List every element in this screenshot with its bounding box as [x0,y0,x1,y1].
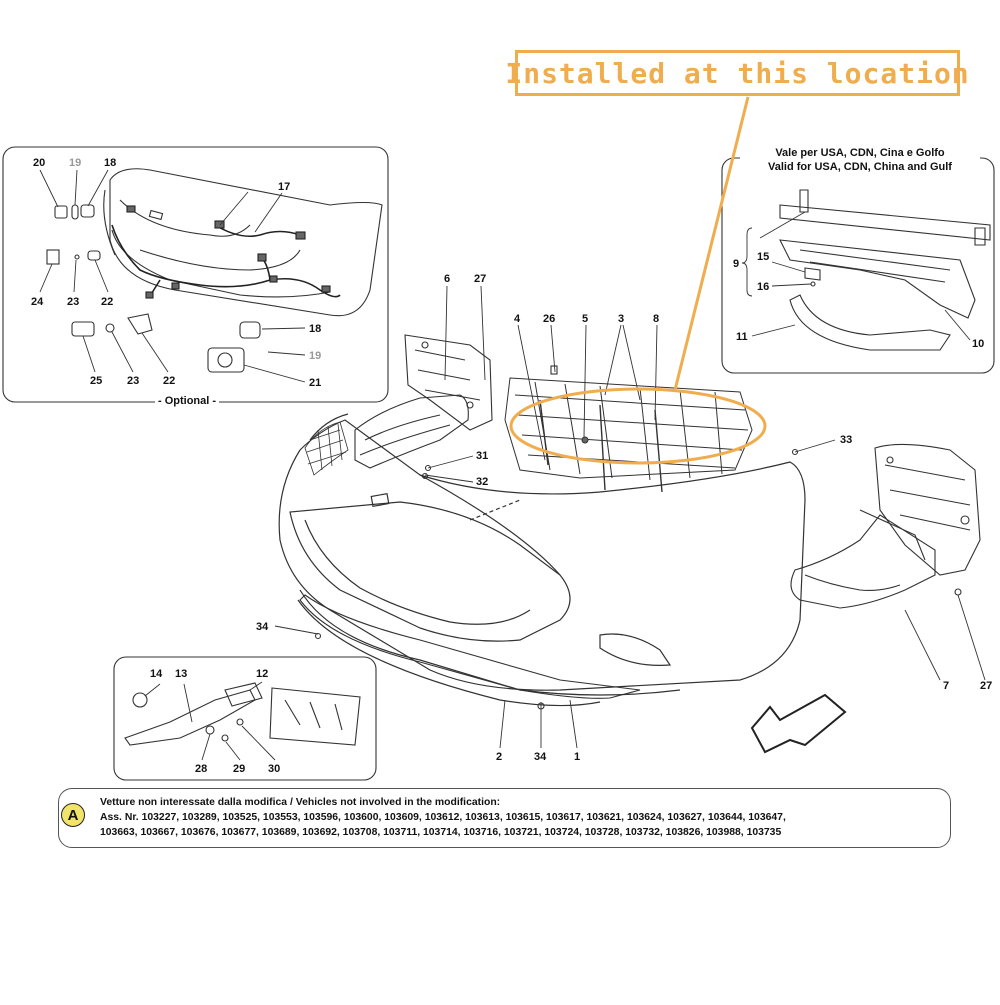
part-label: 11 [736,331,748,343]
part-label: 33 [840,434,852,446]
variant-panel-parts [779,189,991,351]
part-label: 27 [474,273,486,285]
part-label: 2 [496,751,502,763]
part-label: 7 [943,680,949,692]
variant-leader-lines [741,211,971,341]
left-air-duct [354,394,469,469]
bracket-panel-frame [113,656,377,781]
part-label: 32 [476,476,488,488]
part-number-labels: 20 19 18 17 24 23 22 25 23 22 18 19 21 6… [31,157,992,775]
part-label: 28 [195,763,207,775]
part-label: 20 [33,157,45,169]
installed-location-callout: Installed at this location [505,50,969,96]
part-label: 5 [582,313,588,325]
part-label: 22 [163,375,175,387]
part-label: 18 [309,323,321,335]
note-line-numbers-2: 103663, 103667, 103676, 103677, 103689, … [100,827,782,838]
callout-pointer-line [673,96,750,391]
note-badge: A [61,803,85,827]
lower-splitter [299,594,641,699]
optional-small-parts [46,204,261,373]
left-bracket-6 [404,334,493,431]
variant-label-english: Valid for USA, CDN, China and Gulf [768,161,952,173]
part-label: 10 [972,338,984,350]
part-label: 6 [444,273,450,285]
part-label: 9 [733,258,739,270]
direction-arrow-icon [750,693,847,754]
left-side-mesh [304,421,349,476]
note-line-numbers-1: Ass. Nr. 103227, 103289, 103525, 103553,… [100,812,786,823]
part-label: 24 [31,296,44,308]
part-label: 34 [534,751,547,763]
part-label: 4 [514,313,521,325]
part-label: 25 [90,375,102,387]
part-label: 3 [618,313,624,325]
part-label: 1 [574,751,580,763]
part-label: 21 [309,377,321,389]
variant-panel-frame [721,157,995,374]
part-label: 12 [256,668,268,680]
right-bracket-7 [874,443,981,576]
part-label: 19 [309,350,321,362]
bracket-panel-parts [124,682,361,746]
part-label: 26 [543,313,555,325]
optional-leader-lines [39,169,306,383]
part-label: 31 [476,450,488,462]
center-grille [504,377,753,493]
fasteners [314,365,962,710]
part-label: 23 [67,296,79,308]
part-label: 14 [150,668,163,680]
optional-panel-frame [2,146,389,403]
highlight-ellipse [509,387,767,465]
variant-label-italian: Vale per USA, CDN, Cina e Golfo [775,147,945,159]
note-text: Vetture non interessate dalla modifica /… [100,795,950,840]
part-label: 22 [101,296,113,308]
part-label: 34 [256,621,269,633]
part-label: 19 [69,157,81,169]
main-leader-lines [144,191,986,761]
wiring-connectors [126,205,331,299]
part-label: 16 [757,281,769,293]
main-bumper-drawing [278,413,806,707]
right-air-duct [790,509,936,609]
note-line-title: Vetture non interessate dalla modifica /… [100,797,501,808]
part-label: 17 [278,181,290,193]
part-label: 15 [757,251,769,263]
variant-panel-caption: Vale per USA, CDN, Cina e Golfo Valid fo… [740,146,980,174]
optional-panel-caption: - Optional - [155,395,220,407]
note-box [58,788,951,848]
callout-label: Installed at this location [505,56,970,90]
part-label: 18 [104,157,116,169]
optional-bumper-drawing [103,168,383,317]
part-label: 29 [233,763,245,775]
part-label: 13 [175,668,187,680]
part-label: 30 [268,763,280,775]
part-label: 27 [980,680,992,692]
part-label: 8 [653,313,659,325]
part-label: 23 [127,375,139,387]
